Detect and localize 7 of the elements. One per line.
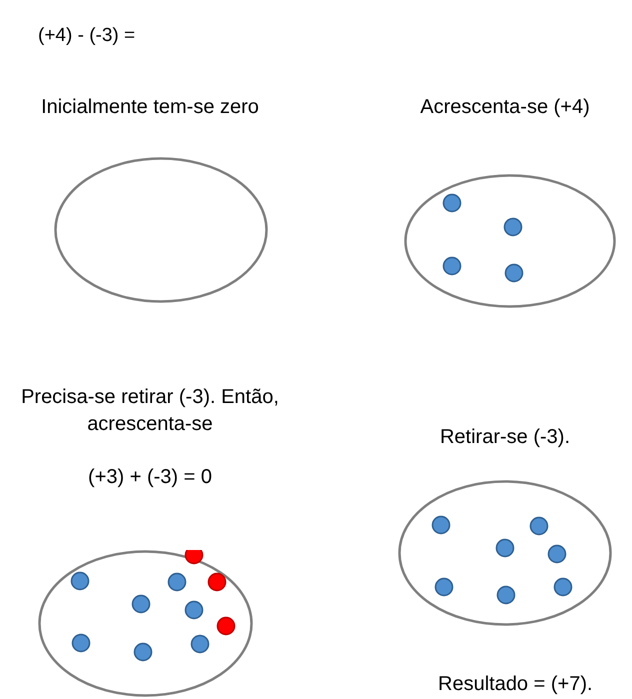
caption-text: Precisa-se retirar (-3). Então, acrescenta-se xyxy=(20,385,280,437)
caption-text: Inicialmente tem-se zero xyxy=(40,95,260,120)
title: (+4) - (-3) = xyxy=(38,24,136,48)
caption-text: (+3) + (-3) = 0 xyxy=(87,465,213,490)
result-text: Resultado = (+7). xyxy=(438,672,593,696)
caption-text: Acrescenta-se (+4) xyxy=(419,95,591,120)
caption-text: Retirar-se (-3). xyxy=(438,425,571,450)
